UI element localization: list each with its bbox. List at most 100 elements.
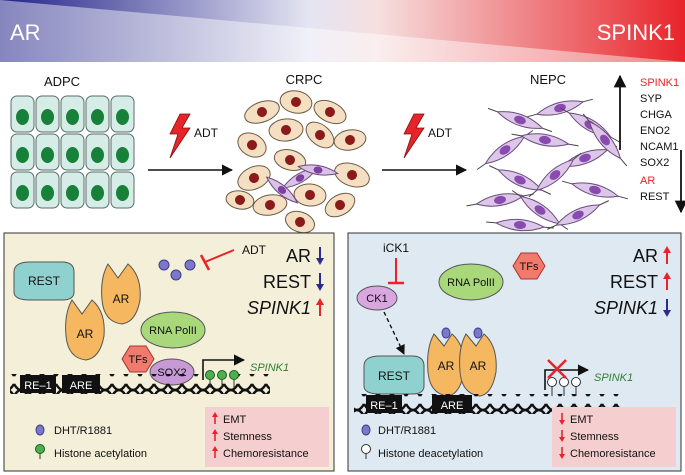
effect-label: EMT: [570, 414, 594, 426]
right-are-label: ARE: [441, 400, 464, 412]
nepc-cell: [562, 180, 628, 200]
left-rna-pol-label: RNA PolII: [149, 325, 197, 337]
crpc-cell: [333, 129, 367, 151]
left-ar-label-2: AR: [77, 327, 94, 341]
right-gene-label: SPINK1: [594, 372, 633, 384]
dht-legend-icon: [35, 424, 45, 436]
dht-legend-icon: [361, 424, 371, 436]
crpc-cell: [225, 190, 255, 210]
ck1-action-arrow: [383, 311, 405, 355]
nepc-cell: [466, 193, 534, 207]
re1-element-box: [20, 375, 56, 393]
are-element-box: [432, 395, 472, 413]
tfs-hexagon-shape: [512, 252, 546, 280]
header-right-label: SPINK1: [597, 20, 675, 45]
ck1-shape: [356, 285, 398, 311]
marker-down-label: AR: [640, 175, 655, 187]
right-ick1-label: iCK1: [383, 241, 409, 255]
crpc-ne-cell: [297, 164, 339, 176]
adpc-cell: [60, 171, 85, 209]
crpc-cell: [324, 192, 356, 218]
effect-label: Stemness: [570, 431, 619, 443]
adt-transition-1: ADT: [148, 113, 234, 176]
adpc-cell: [110, 133, 135, 171]
crpc-cell: [237, 132, 267, 158]
header-gradient-bar: AR SPINK1: [0, 0, 685, 62]
adpc-cell: [35, 171, 60, 209]
left-acetylation-legend: Histone acetylation: [54, 448, 147, 460]
up-arrow-icon: [212, 429, 218, 441]
left-gene-label: SPINK1: [250, 362, 289, 374]
rna-polii-shape: [438, 263, 504, 301]
summary-label: SPINK1: [247, 298, 311, 318]
header-left-label: AR: [10, 20, 41, 45]
right-dht-legend: DHT/R1881: [378, 425, 436, 437]
transcription-arrow-icon: [544, 364, 590, 390]
stage-crpc-label: CRPC: [286, 72, 323, 87]
acetylation-marks: [205, 370, 239, 388]
nepc-cell: [527, 98, 593, 118]
left-are-label: ARE: [70, 380, 93, 392]
tfs-hexagon-shape: [121, 345, 155, 373]
adpc-cell: [85, 171, 110, 209]
crpc-cell: [279, 90, 313, 114]
crpc-cell: [313, 99, 347, 125]
marker-up-label: SOX2: [640, 157, 669, 169]
down-arrow-icon: [559, 413, 565, 425]
effect-label: Stemness: [223, 431, 272, 443]
adpc-cell: [85, 95, 110, 133]
down-arrow-icon: [663, 299, 671, 317]
adpc-cell: [110, 95, 135, 133]
marker-up-label: SYP: [640, 93, 662, 105]
adpc-cell: [60, 133, 85, 171]
nepc-cell: [546, 200, 610, 230]
crpc-cell: [252, 194, 288, 216]
right-re1-label: RE–1: [370, 400, 398, 412]
crpc-cell: [237, 165, 271, 191]
stage-adpc-label: ADPC: [44, 74, 80, 89]
nepc-cell: [528, 152, 582, 198]
crpc-cell: [305, 121, 335, 149]
effect-label: EMT: [223, 414, 247, 426]
marker-down-label: REST: [640, 191, 670, 203]
re1-element-box: [366, 395, 402, 413]
marker-up-label: ENO2: [640, 125, 670, 137]
adpc-cell: [35, 95, 60, 133]
crpc-cell: [268, 118, 304, 142]
marker-up-label: SPINK1: [640, 77, 679, 89]
summary-label: SPINK1: [594, 298, 658, 318]
right-ck1-label: CK1: [366, 293, 387, 305]
up-arrow-icon: [212, 412, 218, 424]
left-ar-label-1: AR: [113, 292, 130, 306]
summary-label: AR: [633, 246, 658, 266]
adt-label-2: ADT: [428, 126, 453, 140]
blocked-cross-icon: [547, 359, 567, 379]
adt-inhibition-line: [204, 249, 235, 263]
adt-label-1: ADT: [194, 126, 219, 140]
nepc-cell-cluster: [466, 98, 628, 232]
crpc-ne-cell: [265, 176, 299, 204]
deacetylation-marks: [547, 377, 581, 396]
stage-nepc-label: NEPC: [530, 72, 566, 87]
right-ar-label-1: AR: [438, 359, 455, 373]
adpc-cell: [35, 133, 60, 171]
down-arrow-icon: [316, 273, 324, 291]
adpc-cell-grid: [10, 95, 135, 209]
nepc-cell: [511, 133, 579, 147]
crpc-cell: [273, 148, 307, 172]
deacetylation-legend-icon: [361, 444, 371, 454]
lightning-icon: [403, 113, 425, 159]
up-arrow-icon: [663, 246, 671, 264]
marker-up-label: NCAM1: [640, 141, 679, 153]
left-effects-box: [205, 407, 329, 467]
up-arrow-icon: [663, 272, 671, 290]
down-arrow-icon: [316, 247, 324, 265]
crpc-cell: [244, 100, 280, 124]
right-deacetylation-legend: Histone deacetylation: [378, 448, 483, 460]
left-rest-label: REST: [28, 274, 61, 288]
right-tfs-label: TFs: [520, 261, 539, 273]
adpc-cell: [110, 171, 135, 209]
adpc-cell: [10, 133, 35, 171]
adpc-cell: [85, 133, 110, 171]
